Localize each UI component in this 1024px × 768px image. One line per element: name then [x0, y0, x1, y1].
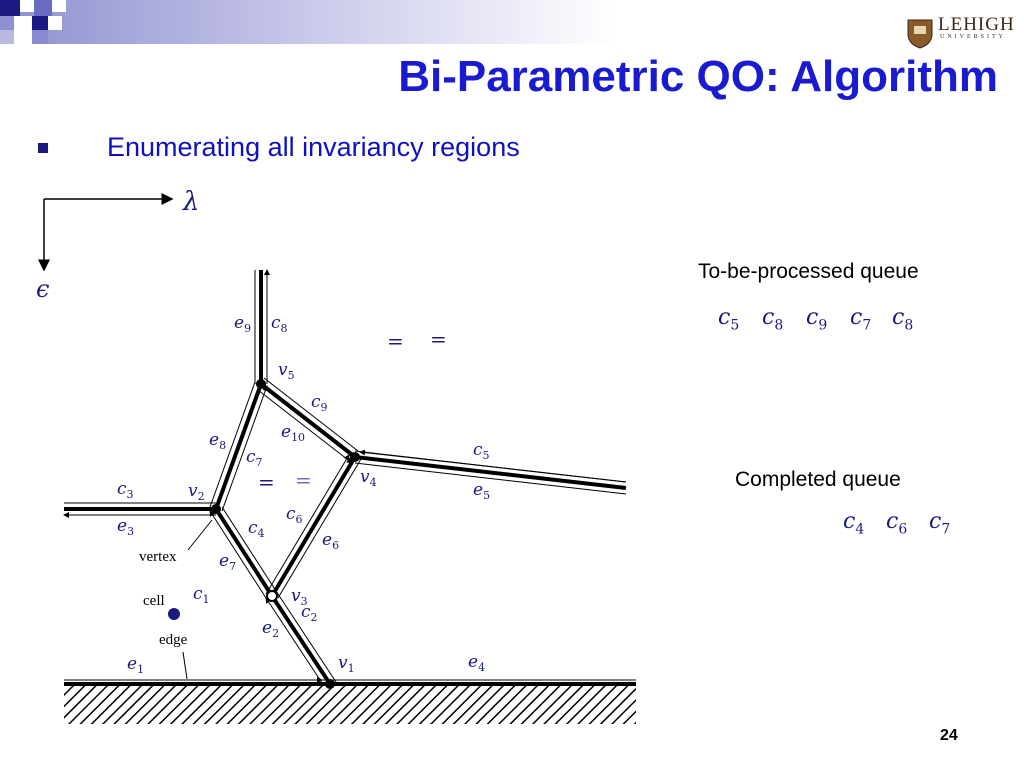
equals-mark: = [295, 468, 312, 492]
cell-label-c4: c4 [248, 518, 265, 540]
legend-edge-label: edge [159, 632, 188, 648]
edge-label-e10: e10 [281, 422, 305, 444]
cell-label-c9: c9 [311, 392, 328, 414]
page-title: Bi-Parametric QO: Algorithm [398, 52, 998, 101]
header-gradient-bar [0, 0, 1024, 44]
vertices [211, 379, 360, 689]
vertex-label-v3: v3 [291, 586, 308, 608]
edge-label-e2: e2 [262, 618, 279, 640]
queue-item: c9 [806, 305, 828, 334]
lehigh-logo [907, 19, 933, 49]
cell-label-c5: c5 [473, 440, 490, 462]
completed-queue-title: Completed queue [735, 468, 901, 491]
edge-label-e6: e6 [322, 530, 339, 552]
equals-mark: = [258, 470, 275, 494]
bullet-text: Enumerating all invariancy regions [107, 132, 520, 162]
logo-subtext: UNIVERSITY [940, 34, 1006, 40]
equals-mark: = [430, 327, 447, 351]
logo-wordmark: LEHIGH [938, 14, 1015, 35]
vertex-label-v4: v4 [360, 467, 377, 489]
queue-item: c8 [762, 305, 784, 334]
vertex-label-v1: v1 [338, 653, 355, 675]
completed-item: c7 [929, 509, 951, 538]
cell-label-c6: c6 [286, 504, 303, 526]
queue-item: c8 [892, 305, 914, 334]
epsilon-axis-label: ϵ [36, 275, 49, 303]
cell-label-c3: c3 [117, 479, 134, 501]
edge-label-e7: e7 [219, 551, 236, 573]
legend-cell-label: cell [143, 593, 165, 609]
bullet-square-icon [38, 143, 48, 153]
queue-item: c7 [850, 305, 872, 334]
corner-squares-decoration [0, 0, 66, 44]
cell-label-c8: c8 [271, 313, 288, 335]
completed-item: c6 [886, 509, 908, 538]
queue-item: c5 [718, 305, 740, 334]
completed-item: c4 [843, 509, 865, 538]
legend-vertex-label: vertex [139, 549, 177, 565]
vertex-label-v2: v2 [188, 481, 205, 503]
page-number: 24 [940, 727, 958, 744]
edge-label-e9: e9 [234, 313, 251, 335]
edge-label-e4: e4 [468, 652, 485, 674]
cell-dot-icon [168, 608, 180, 620]
cell-label-c1: c1 [193, 584, 210, 606]
axis-arrows [38, 193, 174, 272]
cell-label-c2: c2 [301, 602, 318, 624]
edge-label-e8: e8 [209, 430, 226, 452]
edge-label-e3: e3 [117, 516, 134, 538]
lambda-axis-label: λ [182, 187, 199, 217]
vertex-label-v5: v5 [278, 360, 295, 382]
equals-mark: = [387, 329, 404, 353]
cell-boundary-edges [63, 269, 627, 687]
edge-label-e1: e1 [127, 654, 144, 676]
hatched-boundary [64, 684, 636, 724]
to-be-processed-title: To-be-processed queue [698, 260, 919, 283]
cell-label-c7: c7 [246, 447, 263, 469]
edge-label-e5: e5 [473, 480, 490, 502]
